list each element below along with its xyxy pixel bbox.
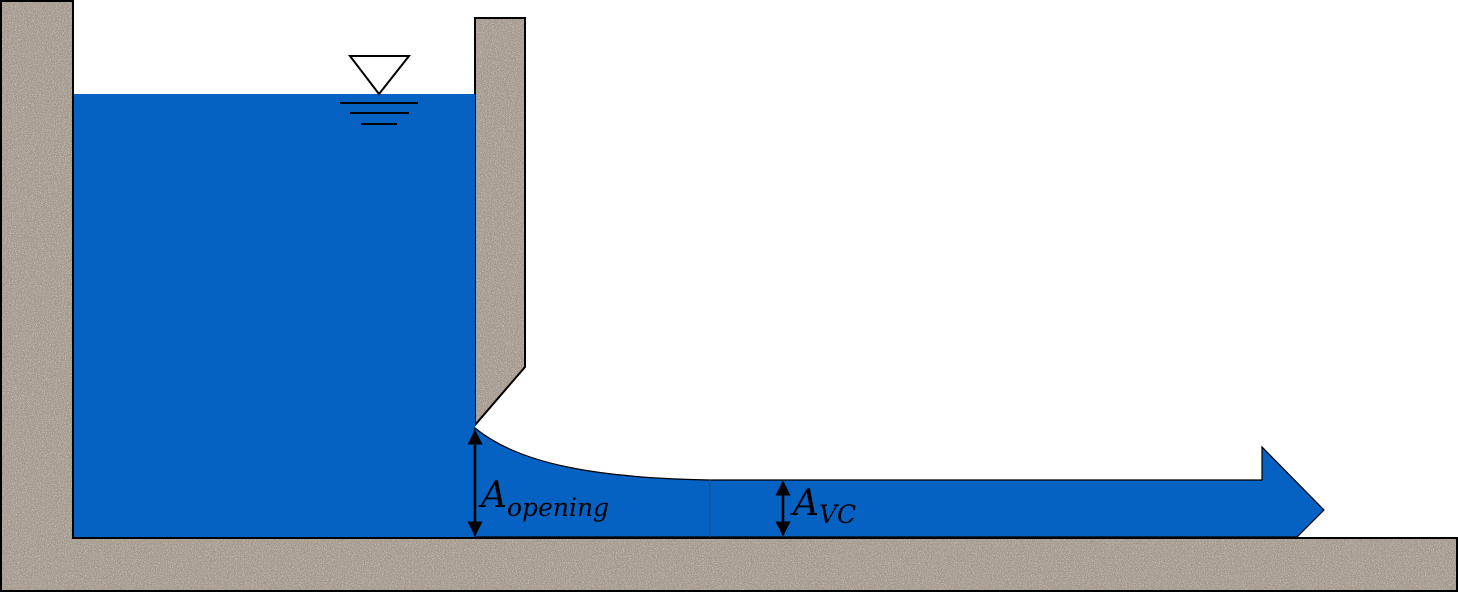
opening-area-label: Aopening [478,475,609,522]
outflow-jet-arrow [474,426,1325,538]
reservoir-water [74,94,475,537]
vena-contracta-area-label: AVC [790,483,856,529]
inverted-triangle-free-surface-icon [340,55,418,125]
opening-area-symbol: A [478,475,507,516]
vena-contracta-subscript: VC [819,500,856,529]
opening-area-subscript: opening [507,493,609,522]
vena-contracta-symbol: A [790,483,819,524]
